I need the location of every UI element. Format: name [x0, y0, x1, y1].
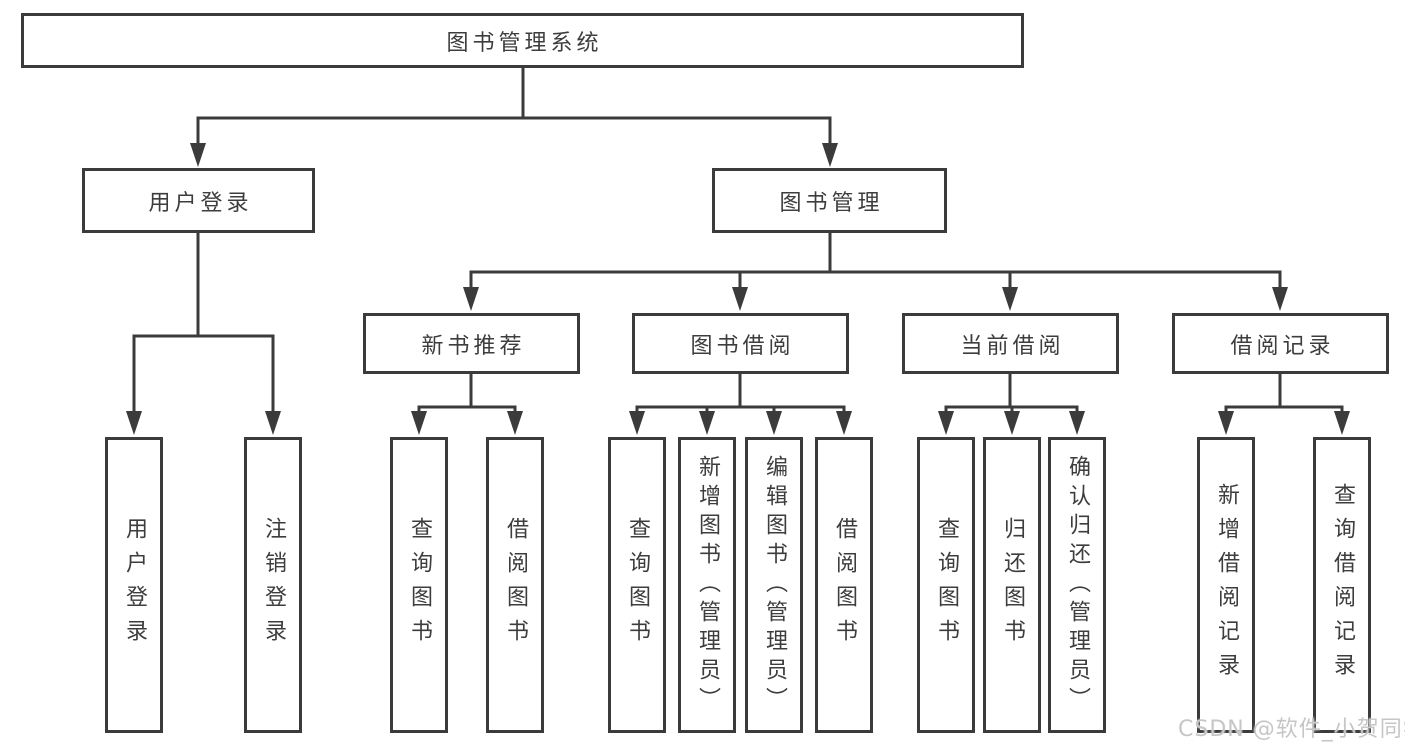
leaf-bb-edit-books-admin-label: 编辑图书（管理员） [762, 454, 787, 716]
leaf-user-login: 用户登录 [105, 437, 163, 733]
leaf-cb-return-books-label: 归还图书 [1000, 517, 1025, 653]
node-root: 图书管理系统 [21, 13, 1024, 68]
connector-line [944, 374, 1079, 412]
leaf-bb-add-books-admin-label: 新增图书（管理员） [695, 454, 720, 716]
arrowhead [126, 411, 142, 435]
connector-line [132, 233, 275, 412]
connector-line [417, 374, 517, 412]
leaf-cb-return-books: 归还图书 [983, 437, 1041, 733]
arrowhead [1069, 411, 1085, 435]
connector-line [469, 232, 1282, 288]
leaf-br-query-record: 查询借阅记录 [1313, 437, 1371, 733]
arrowhead [1004, 411, 1020, 435]
leaf-cb-query-books: 查询图书 [917, 437, 975, 733]
arrowhead [1272, 287, 1288, 311]
arrowhead [1334, 411, 1350, 435]
leaf-br-add-record: 新增借阅记录 [1197, 437, 1255, 733]
csdn-watermark: CSDN @软件_小贺同学 [1178, 717, 1405, 742]
connector-line [635, 374, 846, 412]
arrowhead [411, 411, 427, 435]
arrowhead [699, 411, 715, 435]
arrowhead [836, 411, 852, 435]
leaf-br-add-record-label: 新增借阅记录 [1214, 483, 1239, 687]
connector-current-borrow-to-leaves [938, 374, 1085, 435]
connector-line [196, 68, 832, 144]
node-book-borrow: 图书借阅 [632, 313, 849, 374]
leaf-cb-confirm-return-admin: 确认归还（管理员） [1048, 437, 1106, 733]
connector-line [1224, 374, 1344, 412]
arrowhead [507, 411, 523, 435]
leaf-bb-add-books-admin: 新增图书（管理员） [678, 437, 736, 733]
node-book-management: 图书管理 [712, 168, 947, 233]
leaf-bb-borrow-books: 借阅图书 [815, 437, 873, 733]
arrowhead [1218, 411, 1234, 435]
arrowhead [938, 411, 954, 435]
leaf-cb-query-books-label: 查询图书 [934, 517, 959, 653]
leaf-logout-label: 注销登录 [261, 517, 286, 653]
connector-root-to-level2 [190, 68, 838, 167]
arrowhead [265, 411, 281, 435]
leaf-bb-query-books: 查询图书 [608, 437, 666, 733]
leaf-cb-confirm-return-admin-label: 确认归还（管理员） [1065, 454, 1090, 716]
leaf-nb-borrow-books: 借阅图书 [486, 437, 544, 733]
leaf-logout: 注销登录 [244, 437, 302, 733]
leaf-nb-query-books: 查询图书 [390, 437, 448, 733]
connector-book-management-to-level3 [463, 232, 1288, 311]
node-current-borrow: 当前借阅 [902, 313, 1119, 374]
leaf-nb-borrow-books-label: 借阅图书 [503, 517, 528, 653]
connector-new-book-recommend-to-leaves [411, 374, 523, 435]
leaf-bb-edit-books-admin: 编辑图书（管理员） [745, 437, 803, 733]
leaf-nb-query-books-label: 查询图书 [407, 517, 432, 653]
leaf-user-login-label: 用户登录 [122, 517, 147, 653]
node-user-login: 用户登录 [82, 168, 315, 233]
connector-user-login-to-leaves [126, 233, 281, 435]
node-borrow-records: 借阅记录 [1172, 313, 1389, 374]
connector-borrow-records-to-leaves [1218, 374, 1350, 435]
leaf-bb-borrow-books-label: 借阅图书 [832, 517, 857, 653]
arrowhead [822, 143, 838, 167]
arrowhead [1002, 287, 1018, 311]
arrowhead [766, 411, 782, 435]
connector-book-borrow-to-leaves [629, 374, 852, 435]
arrowhead [190, 143, 206, 167]
arrowhead [463, 287, 479, 311]
arrowhead [732, 287, 748, 311]
node-new-book-recommend: 新书推荐 [363, 313, 580, 374]
leaf-br-query-record-label: 查询借阅记录 [1330, 483, 1355, 687]
arrowhead [629, 411, 645, 435]
leaf-bb-query-books-label: 查询图书 [625, 517, 650, 653]
